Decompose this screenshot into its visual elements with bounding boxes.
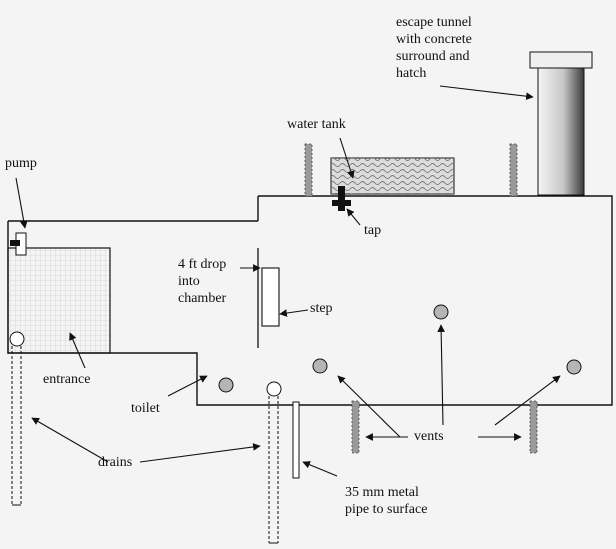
tap-icon — [332, 186, 351, 211]
escape-tunnel — [529, 51, 593, 196]
pump-icon — [10, 232, 27, 256]
vent-hole — [433, 304, 449, 320]
drop-label: 4 ft drop into chamber — [178, 257, 227, 306]
arrows — [15, 85, 561, 477]
vent-pipe — [304, 143, 313, 197]
escape-tunnel-label: escape tunnel with concrete surround and… — [396, 15, 472, 81]
vent-pipe — [509, 143, 518, 197]
drain-right — [266, 381, 282, 544]
bunker-outline — [7, 195, 613, 406]
tap-label: tap — [364, 223, 382, 238]
toilet — [218, 377, 234, 393]
entrance-label: entrance — [43, 372, 91, 387]
drain-left — [9, 331, 25, 506]
vent-pipe — [351, 400, 360, 454]
step-label: step — [310, 301, 333, 316]
vents-label: vents — [414, 429, 444, 444]
metal-pipe-label: 35 mm metal pipe to surface — [345, 485, 428, 517]
drains-label: drains — [98, 455, 133, 470]
vent-pipe — [529, 400, 538, 454]
step — [261, 267, 280, 327]
entrance-shaft — [7, 247, 111, 354]
water-tank-label: water tank — [287, 117, 346, 132]
metal-pipe — [292, 401, 300, 479]
toilet-label: toilet — [131, 401, 160, 416]
vent-hole — [312, 358, 328, 374]
vent-hole — [566, 359, 582, 375]
pump-label: pump — [5, 156, 37, 171]
